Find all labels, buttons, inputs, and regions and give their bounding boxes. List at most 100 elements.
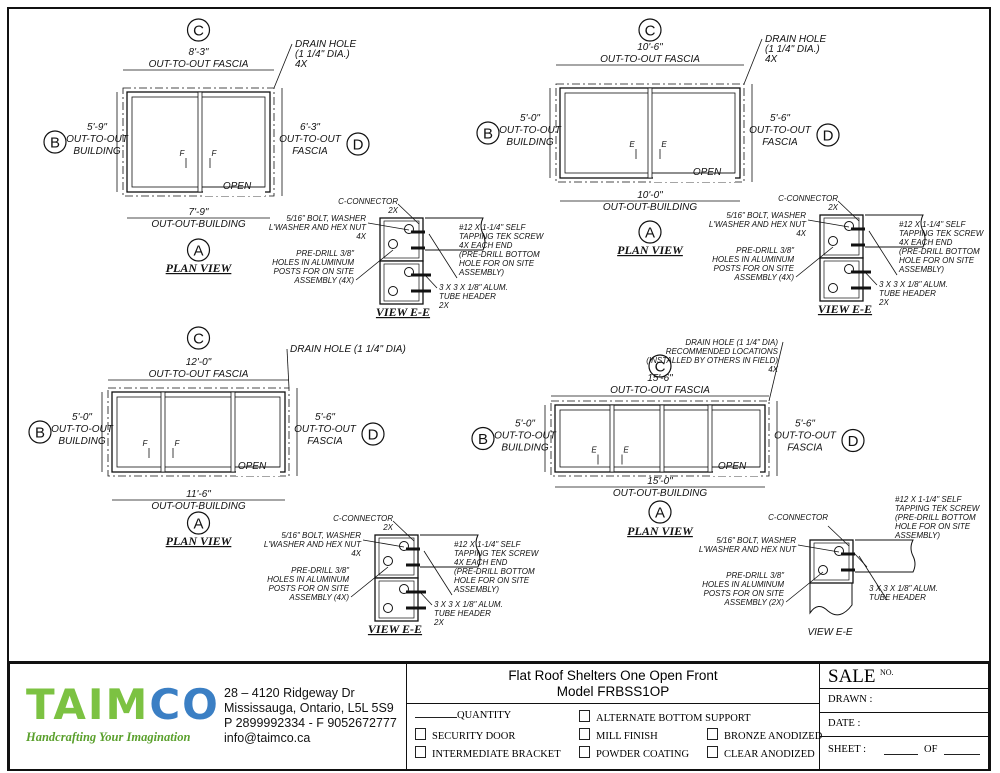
label-a-circle — [186, 511, 211, 535]
label-b: B — [471, 426, 495, 451]
plan-view-title: PLAN VIEW — [166, 534, 233, 548]
left-dimension-text: BUILDING — [73, 146, 120, 157]
drawn-field[interactable]: DRAWN : — [820, 688, 990, 713]
label-b: B — [28, 420, 52, 444]
powder-coating-checkbox[interactable]: POWDER COATING — [579, 746, 689, 760]
tube-section — [374, 577, 419, 622]
bolt-note: 4X — [351, 549, 361, 558]
screw-note: #12 X 1-1/4" SELF — [895, 495, 963, 504]
label-c-letter: C — [193, 331, 204, 348]
open-label: OPEN — [223, 181, 252, 192]
fascia-outline — [550, 400, 770, 477]
bolt-note: 5/16" BOLT, WASHER — [281, 531, 361, 540]
bolt-leader — [367, 222, 410, 231]
fascia-outline — [107, 387, 290, 477]
connector-note: 2X — [382, 523, 393, 532]
c-connector — [378, 580, 415, 619]
screw-note: ASSEMBLY) — [898, 265, 944, 274]
drain-hole-note: RECOMMENDED LOCATIONS — [666, 347, 779, 356]
connector-note: C-CONNECTOR — [338, 197, 398, 206]
label-c: C — [638, 18, 662, 42]
clear-anodized-checkbox[interactable]: CLEAR ANODIZED — [707, 746, 815, 760]
intermediate-bracket-checkbox[interactable]: INTERMEDIATE BRACKET — [415, 746, 561, 760]
sheet-field[interactable]: SHEET :OF — [820, 736, 990, 766]
screw-note: HOLE FOR ON SITE — [459, 259, 535, 268]
bolt-note: 5/16" BOLT, WASHER — [286, 214, 366, 223]
view-e-e-title: VIEW E-E — [807, 627, 852, 638]
section-mark: E — [661, 140, 667, 149]
label-c-circle — [638, 18, 662, 42]
predrill-hole — [388, 286, 398, 296]
security-door-checkbox[interactable]: SECURITY DOOR — [415, 728, 515, 742]
fascia-dimension-text: OUT-TO-OUT FASCIA — [610, 385, 710, 396]
predrill-leader — [795, 246, 834, 278]
label-a-circle — [638, 220, 662, 244]
screw-note: (PRE-DRILL BOTTOM — [454, 567, 535, 576]
screw-note: TAPPING TEK SCREW — [895, 504, 981, 513]
quantity-field[interactable]: QUANTITY — [415, 710, 511, 721]
drain-hole-note: 4X — [295, 59, 308, 70]
connector-note: C-CONNECTOR — [768, 513, 828, 522]
bottom-dimension: 10'-0" — [637, 190, 663, 201]
label-b: B — [476, 121, 500, 145]
screw-leader — [868, 230, 898, 276]
alternate-bottom-support-checkbox[interactable]: ALTERNATE BOTTOM SUPPORT — [579, 710, 751, 724]
connector-leader — [392, 520, 415, 542]
right-dimension-text: OUT-TO-OUT — [294, 424, 357, 435]
fascia-dimension-text: OUT-TO-OUT FASCIA — [149, 369, 249, 380]
label-b-circle — [476, 121, 500, 145]
bottom-dimension: 7'-9" — [189, 207, 209, 218]
connector-note: 2X — [387, 206, 398, 215]
bolt-note: L'WASHER AND HEX NUT — [269, 223, 367, 232]
left-dimension: 5'-0" — [515, 419, 535, 430]
predrill-leader — [785, 571, 824, 603]
open-gap — [653, 175, 735, 182]
plan-view-2: C10'-6"OUT-TO-OUT FASCIA5'-0"OUT-TO-OUTB… — [476, 18, 840, 257]
bolt-leader — [807, 219, 850, 228]
label-a-circle — [186, 238, 211, 262]
drain-hole-leader — [286, 348, 290, 389]
right-dimension-text: FASCIA — [292, 146, 328, 157]
section-mark: E — [623, 446, 629, 455]
phone-fax: P 2899992334 - F 9052672777 — [224, 716, 397, 730]
mill-finish-checkbox[interactable]: MILL FINISH — [579, 728, 658, 742]
bolt-note: L'WASHER AND HEX NUT — [264, 540, 362, 549]
label-a-letter: A — [193, 516, 203, 533]
date-field[interactable]: DATE : — [820, 712, 990, 737]
screw-note: (PRE-DRILL BOTTOM — [895, 513, 976, 522]
bronze-anodized-checkbox[interactable]: BRONZE ANODIZED — [707, 728, 822, 742]
label-a-circle — [648, 500, 672, 524]
fascia-dimension: 8'-3" — [189, 47, 209, 58]
screw-note: TAPPING TEK SCREW — [899, 229, 985, 238]
email-link[interactable]: info@taimco.ca — [224, 731, 311, 745]
post-break — [809, 583, 853, 616]
plan-view-1: C8'-3"OUT-TO-OUT FASCIA5'-9"OUT-TO-OUTBU… — [43, 18, 370, 275]
tube-section — [809, 539, 854, 584]
post — [707, 404, 713, 473]
fascia-dimension: 15'-6" — [647, 373, 673, 384]
label-a-letter: A — [645, 225, 655, 242]
label-d-letter: D — [848, 433, 859, 450]
plan-view-3: C12'-0"OUT-TO-OUT FASCIA5'-0"OUT-TO-OUTB… — [28, 326, 406, 548]
label-a-letter: A — [193, 243, 203, 260]
predrill-note: PRE-DRILL 3/8" — [296, 249, 355, 258]
bottom-dimension: 11'-6" — [186, 489, 211, 500]
label-d-letter: D — [368, 427, 379, 444]
drain-hole-leader — [743, 38, 763, 85]
quantity-label: QUANTITY — [457, 710, 512, 721]
fascia-dimension: 10'-6" — [637, 42, 663, 53]
drain-hole-note: DRAIN HOLE (1 1/4" DIA) — [290, 344, 406, 355]
bolt-note: L'WASHER AND HEX NUT — [709, 220, 807, 229]
label-d-letter: D — [353, 137, 364, 154]
c-connector — [823, 260, 860, 299]
post — [647, 87, 653, 179]
view-e-e-title: VIEW E-E — [376, 305, 430, 319]
label-a: A — [648, 500, 672, 524]
label-c-circle — [186, 18, 211, 42]
left-dimension-text: BUILDING — [501, 443, 548, 454]
